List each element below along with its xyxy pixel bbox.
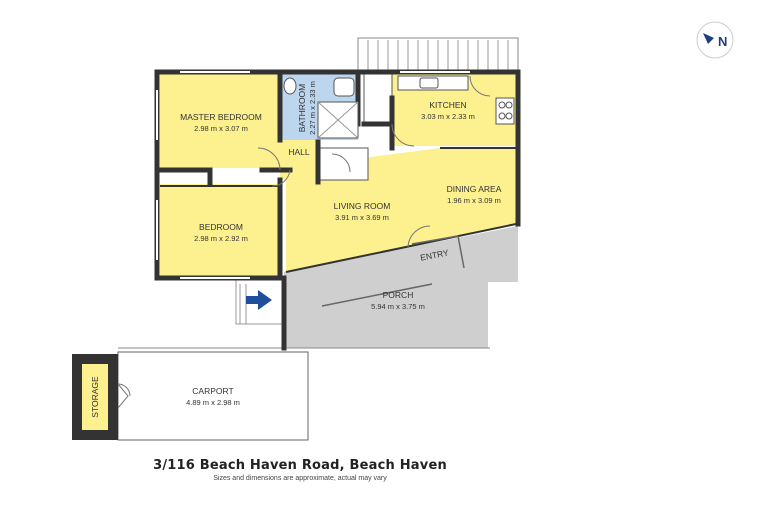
kitchen-fixtures [397, 75, 515, 125]
bedroom-dims: 2.98 m x 2.92 m [194, 234, 248, 243]
living-room-label: LIVING ROOM [334, 201, 391, 211]
storage-area [82, 364, 108, 430]
living-room-dims: 3.91 m x 3.69 m [335, 213, 389, 222]
kitchen-label: KITCHEN [429, 100, 466, 110]
bathroom-label: BATHROOM [297, 84, 307, 132]
master-bedroom-dims: 2.98 m x 3.07 m [194, 124, 248, 133]
porch-dims: 5.94 m x 3.75 m [371, 302, 425, 311]
master-bedroom-label: MASTER BEDROOM [180, 112, 262, 122]
windows [156, 71, 470, 279]
storage-label: STORAGE [90, 376, 100, 418]
compass-label: N [718, 34, 727, 49]
porch-beams [321, 235, 465, 307]
hall-label: HALL [288, 147, 310, 157]
bathroom-dims: 2.27 m x 2.33 m [308, 81, 317, 135]
kitchen-sink [419, 77, 439, 89]
bedroom-area [160, 184, 278, 276]
door-swings [257, 75, 491, 249]
dining-area-label: DINING AREA [447, 184, 502, 194]
dining-area-dims: 1.96 m x 3.09 m [447, 196, 501, 205]
carport [72, 351, 309, 441]
carport-dims: 4.89 m x 2.98 m [186, 398, 240, 407]
toilet [283, 77, 297, 95]
entrance-arrow-icon [246, 290, 272, 310]
kitchen-pantry [363, 73, 393, 127]
bathroom-fixtures [283, 77, 359, 139]
basin [333, 77, 355, 97]
cooktop [495, 97, 515, 125]
porch-area [284, 226, 518, 348]
thin-walls [160, 147, 517, 273]
room-fills [160, 73, 516, 276]
stair-well [317, 147, 369, 181]
north-arrow-icon: N [696, 21, 734, 59]
property-address: 3/116 Beach Haven Road, Beach Haven [153, 458, 447, 473]
master-bedroom-area [160, 74, 280, 168]
size-disclaimer: Sizes and dimensions are approximate, ac… [213, 475, 387, 482]
balcony-deck [357, 37, 519, 71]
kitchen-dims: 3.03 m x 2.33 m [421, 112, 475, 121]
porch-label: PORCH [383, 290, 414, 300]
carport-label: CARPORT [192, 386, 233, 396]
bedroom-label: BEDROOM [199, 222, 243, 232]
